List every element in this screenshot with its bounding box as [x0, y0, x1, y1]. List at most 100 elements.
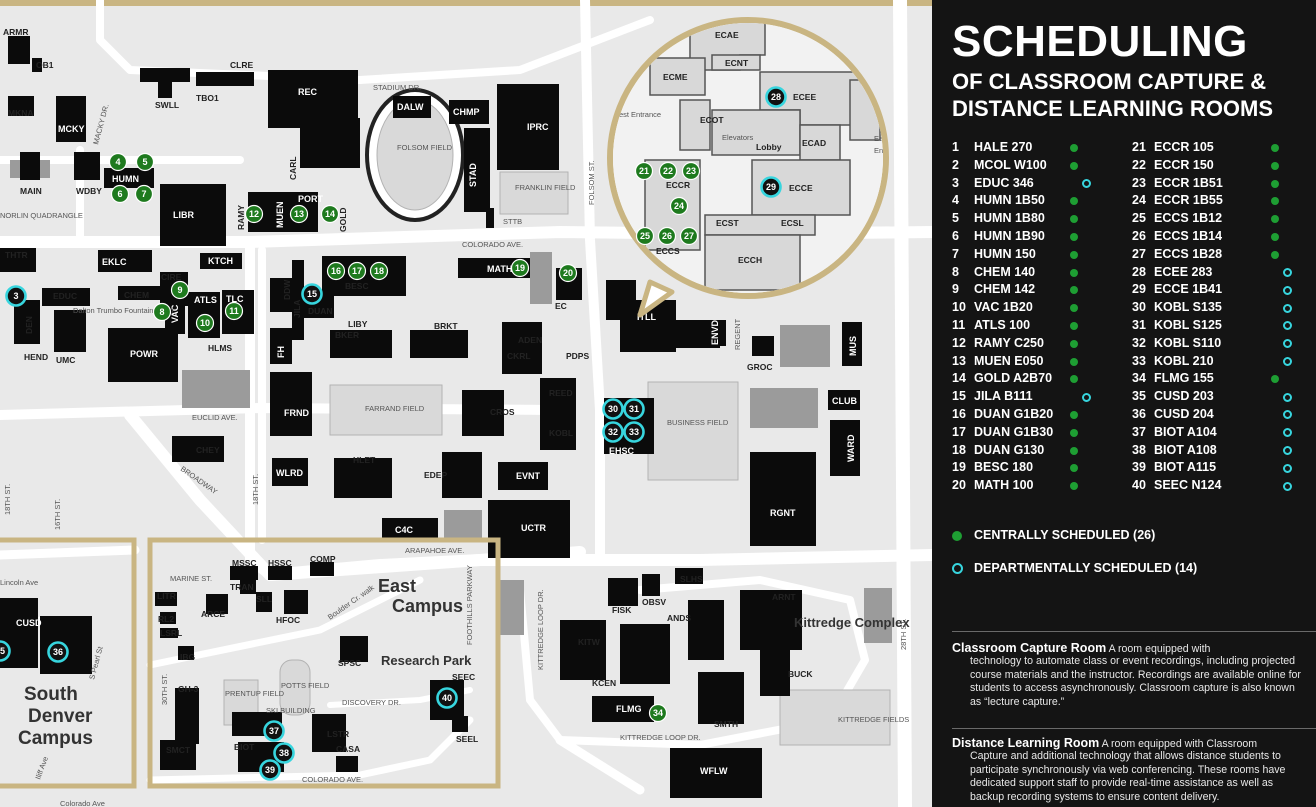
room-pin[interactable]: 38	[273, 742, 295, 764]
room-pin[interactable]: 17	[347, 261, 367, 281]
map-label: FOLSOM ST.	[587, 160, 596, 205]
pin-number: 38	[279, 748, 289, 758]
room-name: MUEN E050	[974, 353, 1044, 368]
departmental-pin-icon	[765, 86, 787, 108]
room-pin[interactable]: 9	[170, 280, 190, 300]
pin-number: 28	[771, 92, 781, 102]
room-pin[interactable]: 39	[259, 759, 281, 781]
map-label: CASA	[336, 744, 360, 754]
room-pin[interactable]: 25	[635, 226, 655, 246]
room-name: BIOT A104	[1154, 424, 1217, 439]
room-pin[interactable]: 11	[224, 301, 244, 321]
room-pin[interactable]: 36	[47, 641, 69, 663]
pin-number: 36	[53, 647, 63, 657]
departmental-ring-icon	[1283, 339, 1292, 349]
room-pin[interactable]: 35	[0, 640, 11, 662]
room-pin[interactable]: 34	[648, 703, 668, 723]
room-pin[interactable]: 22	[658, 161, 678, 181]
legend-panel: SCHEDULING OF CLASSROOM CAPTURE & DISTAN…	[932, 0, 1316, 807]
map-label: MUS	[848, 336, 858, 356]
map-labels: STADIUM DR.COLORADO AVE.EUCLID AVE.BROAD…	[0, 27, 909, 807]
map-label: WLRD	[276, 468, 303, 478]
central-dot-icon	[1271, 232, 1279, 241]
room-pin[interactable]: 27	[679, 226, 699, 246]
room-pin[interactable]: 10	[195, 313, 215, 333]
room-pin[interactable]: 18	[369, 261, 389, 281]
map-label: EHSC	[609, 446, 635, 456]
map-label: MCKY	[58, 124, 85, 134]
room-pin[interactable]: 23	[681, 161, 701, 181]
room-pin[interactable]: 4	[108, 152, 128, 172]
room-name: BIOT A115	[1154, 460, 1217, 475]
room-pin[interactable]: 37	[263, 720, 285, 742]
room-number: 1	[952, 140, 959, 154]
room-pin[interactable]: 14	[320, 204, 340, 224]
room-name: DUAN G1B30	[974, 424, 1054, 439]
map-label: TRAN	[230, 582, 254, 592]
capture-body: technology to automate class or event re…	[970, 655, 1301, 708]
central-dot-icon	[1271, 161, 1279, 170]
room-pin[interactable]: 6	[110, 184, 130, 204]
room-pin[interactable]: 15	[301, 283, 323, 305]
area-south-denver-line: Denver	[28, 706, 93, 727]
room-pin[interactable]: 20	[558, 263, 578, 283]
map-label: ATLS	[194, 295, 217, 305]
departmental-pin-icon	[301, 283, 323, 305]
map-label: BKER	[335, 330, 359, 340]
room-pin[interactable]: 30	[602, 398, 624, 420]
svg-text:ECCH: ECCH	[738, 255, 762, 265]
svg-text:ECNT: ECNT	[725, 58, 749, 68]
pin-number: 25	[640, 231, 650, 241]
svg-text:ECOT: ECOT	[700, 115, 724, 125]
area-south-denver-line: Campus	[18, 728, 93, 749]
map-label: REGENT	[733, 318, 742, 350]
room-pin[interactable]: 19	[510, 258, 530, 278]
central-pin-icon	[634, 161, 654, 181]
room-pin[interactable]: 8	[152, 302, 172, 322]
pin-number: 32	[608, 427, 618, 437]
room-pin[interactable]: 12	[244, 204, 264, 224]
room-pin[interactable]: 13	[289, 204, 309, 224]
departmental-pin-icon	[436, 687, 458, 709]
room-pin[interactable]: 24	[669, 196, 689, 216]
room-number: 32	[1132, 335, 1146, 350]
room-name: HUMN 1B50	[974, 193, 1045, 208]
room-pin[interactable]: 21	[634, 161, 654, 181]
room-pin[interactable]: 16	[326, 261, 346, 281]
room-pin[interactable]: 7	[134, 184, 154, 204]
room-pin[interactable]: 31	[623, 398, 645, 420]
room-pin[interactable]: 40	[436, 687, 458, 709]
svg-text:ECAE: ECAE	[715, 30, 739, 40]
room-pin[interactable]: 33	[623, 421, 645, 443]
map-label: SEEL	[456, 734, 478, 744]
central-pin-icon	[152, 302, 172, 322]
map-label: STAD	[468, 163, 478, 187]
campus-map[interactable]: East Campus Research Park Kittredge Comp…	[0, 0, 932, 807]
room-pin[interactable]: 5	[135, 152, 155, 172]
room-number: 36	[1132, 406, 1146, 421]
legend-central-label: CENTRALLY SCHEDULED (26)	[974, 528, 1156, 542]
map-label: WDBY	[76, 186, 102, 196]
pin-number: 40	[442, 693, 452, 703]
room-pin[interactable]: 26	[657, 226, 677, 246]
pin-number: 8	[159, 307, 164, 317]
room-pin[interactable]: 28	[765, 86, 787, 108]
room-name: HUMN 1B80	[974, 211, 1045, 226]
room-pin[interactable]: 29	[760, 176, 782, 198]
map-label: OBSV	[642, 597, 666, 607]
room-pin[interactable]: 3	[5, 285, 27, 307]
room-pin[interactable]: 32	[602, 421, 624, 443]
